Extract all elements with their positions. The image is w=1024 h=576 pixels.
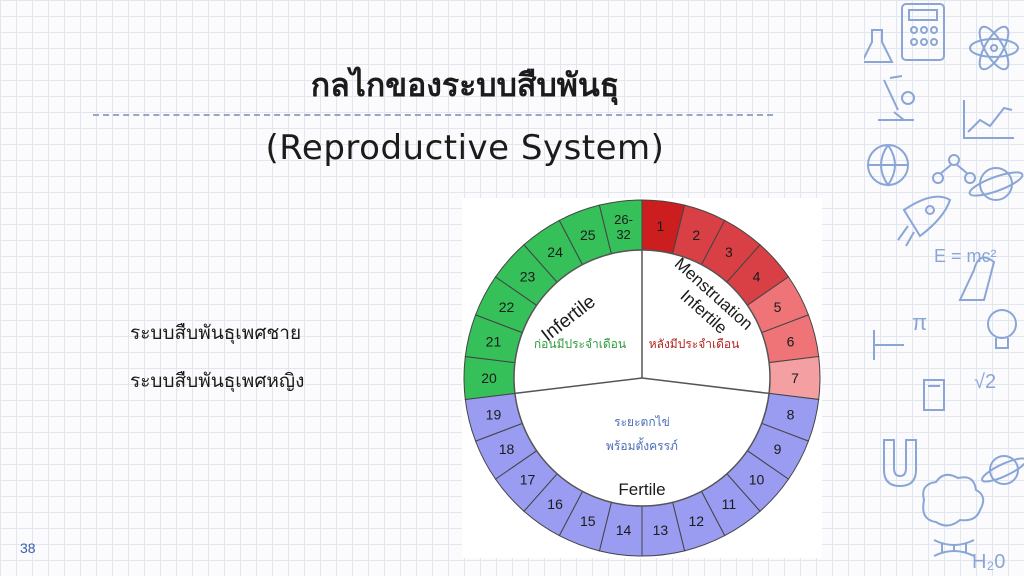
fertile-thai-label-2: พร้อมตั้งครรภ์ <box>606 437 678 453</box>
formula-h2o: H₂0 <box>972 551 1005 573</box>
cycle-wheel: 1234567891011121314151617181920212223242… <box>463 199 821 557</box>
menstruation-thai-label: หลังมีประจำเดือน <box>649 337 740 351</box>
dna-icon <box>933 539 975 557</box>
calculator-icon <box>901 3 945 61</box>
flask-icon <box>864 29 894 63</box>
microscope-icon <box>878 75 915 121</box>
day-label: 21 <box>486 333 502 349</box>
formula-sqrt2: √2 <box>974 371 996 393</box>
day-label: 10 <box>749 471 765 487</box>
day-label: 4 <box>753 269 761 285</box>
day-label: 14 <box>616 522 632 538</box>
day-label: 1 <box>657 218 665 234</box>
day-label: 18 <box>499 441 515 457</box>
day-label: 22 <box>499 299 515 315</box>
decorative-science-doodles: E = mc² √2 H₂0 π <box>864 3 1024 573</box>
formula-pi: π <box>912 310 927 335</box>
atom-icon <box>969 25 1019 71</box>
infertile-thai-label: ก่อนมีประจำเดือน <box>534 337 626 351</box>
magnet-icon <box>883 439 917 488</box>
day-label: 5 <box>774 299 782 315</box>
day-label: 6 <box>787 333 795 349</box>
lightbulb-icon <box>987 309 1017 349</box>
day-label: 13 <box>653 522 669 538</box>
fertile-thai-label-1: ระยะตกไข่ <box>614 415 670 429</box>
day-label: 26-32 <box>614 212 633 242</box>
book-icon <box>958 256 996 301</box>
planet-icon <box>968 167 1024 201</box>
phase-divider-left <box>514 377 643 395</box>
day-label: 7 <box>791 370 799 386</box>
rocket-icon <box>897 195 952 247</box>
day-label: 23 <box>520 269 536 285</box>
abacus-icon <box>923 379 945 411</box>
day-label: 12 <box>688 513 704 529</box>
day-label: 3 <box>725 244 733 260</box>
fertile-label: Fertile <box>618 480 665 499</box>
menu-item-female-reproductive[interactable]: ระบบสืบพันธุเพศหญิง <box>130 370 305 392</box>
day-label: 15 <box>580 513 596 529</box>
slide-title-thai: กลไกของระบบสืบพันธุ <box>310 66 620 104</box>
slide-title-english: (Reproductive System) <box>265 128 665 168</box>
globe-icon <box>867 144 909 187</box>
day-label: 20 <box>481 370 497 386</box>
day-label: 17 <box>520 471 536 487</box>
day-label: 9 <box>774 441 782 457</box>
page-number: 38 <box>20 540 36 556</box>
day-label: 2 <box>692 227 700 243</box>
title-divider <box>93 114 773 116</box>
graph-icon <box>873 330 904 360</box>
day-label: 11 <box>722 496 737 512</box>
molecule-icon <box>932 154 976 184</box>
day-label: 19 <box>486 407 502 423</box>
day-label: 24 <box>547 244 563 260</box>
formula-emc2: E = mc² <box>934 246 997 266</box>
planet-icon <box>981 455 1024 485</box>
brain-icon <box>922 473 985 527</box>
chart-icon <box>963 100 1014 139</box>
menu-item-male-reproductive[interactable]: ระบบสืบพันธุเพศชาย <box>130 322 302 344</box>
phase-divider-right <box>641 377 770 395</box>
day-label: 25 <box>580 227 596 243</box>
day-label: 8 <box>787 407 795 423</box>
day-label: 16 <box>547 496 563 512</box>
